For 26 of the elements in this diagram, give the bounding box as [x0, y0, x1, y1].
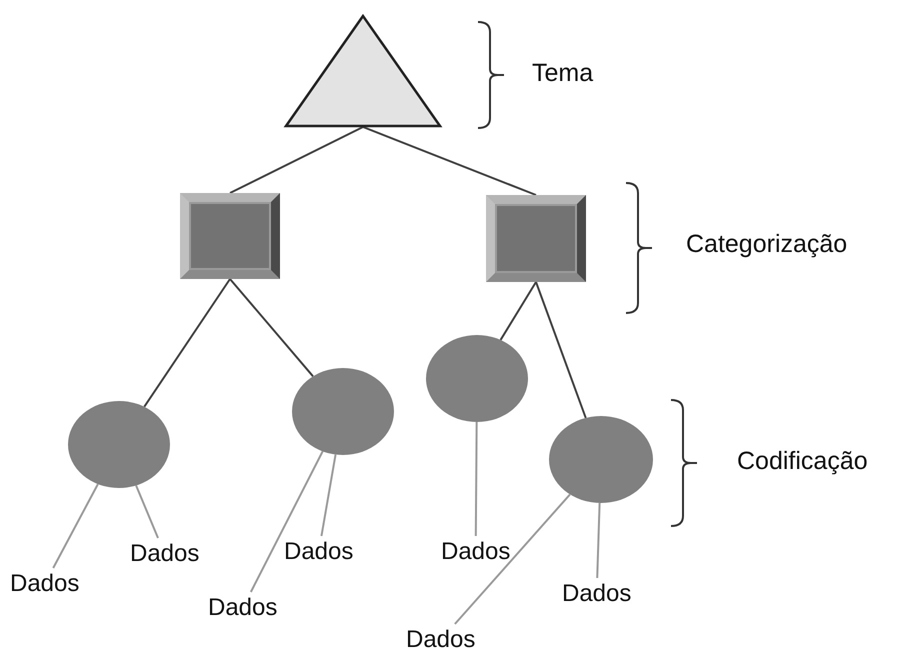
- beveled-square: [486, 195, 586, 282]
- data-text: Dados: [406, 626, 476, 654]
- data-text: Dados: [10, 570, 80, 598]
- data-text: Dados: [441, 538, 510, 566]
- connector-line: [596, 502, 601, 578]
- connector-line: [474, 422, 478, 536]
- level-label: Categorização: [686, 229, 848, 259]
- connector-line: [52, 484, 99, 568]
- level-label: Tema: [532, 58, 594, 88]
- level-label: Codificação: [737, 446, 868, 476]
- connector-line: [454, 494, 571, 625]
- triangle: [285, 15, 441, 127]
- connector-line: [230, 126, 364, 194]
- connector-line: [250, 450, 324, 592]
- connector-line: [362, 126, 536, 196]
- connector-line: [135, 485, 159, 538]
- connector-line: [229, 278, 314, 377]
- data-text: Dados: [130, 540, 200, 568]
- connector-line: [535, 282, 587, 418]
- beveled-square: [180, 193, 280, 279]
- connector-line: [144, 278, 231, 408]
- connector-line: [320, 454, 337, 536]
- connector-line: [500, 281, 537, 340]
- data-text: Dados: [284, 538, 354, 566]
- data-text: Dados: [208, 594, 278, 622]
- data-text: Dados: [562, 580, 632, 608]
